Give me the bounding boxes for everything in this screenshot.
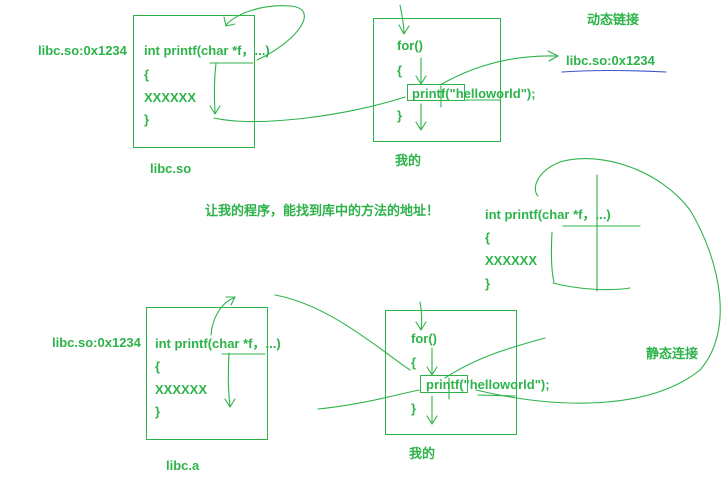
- static-my-box: [385, 310, 517, 435]
- static-linking-title: 静态连接: [646, 346, 699, 361]
- dynamic-resolved-address: libc.so:0x1234: [566, 53, 655, 68]
- static-lib-flow-arrow: [224, 352, 236, 408]
- static-printf-highlight: [420, 375, 468, 393]
- dynamic-lib-code-line: XXXXXX: [144, 90, 197, 105]
- dynamic-return-curve: [213, 96, 406, 122]
- static-lower-curve: [317, 389, 420, 410]
- dynamic-my-box: [373, 18, 501, 142]
- dynamic-entry-arrow: [398, 4, 410, 35]
- dynamic-lib-address: libc.so:0x1234: [38, 43, 127, 58]
- static-my-code-line: }: [411, 401, 417, 416]
- dynamic-my-code-line: for(): [397, 38, 423, 53]
- dynamic-printf-highlight: [407, 84, 465, 101]
- dynamic-flow-arrow: [415, 103, 427, 131]
- static-my-name: 我的: [409, 446, 436, 461]
- dynamic-lib-code-line: int printf(char *f，...): [144, 43, 270, 58]
- dynamic-lib-code-line: {: [144, 67, 150, 82]
- static-out-curve: [444, 337, 546, 379]
- dynamic-lib-code-line: }: [144, 112, 150, 127]
- static-my-code-line: {: [411, 355, 417, 370]
- dynamic-my-name: 我的: [395, 153, 422, 168]
- static-lib-curve-head: [225, 296, 236, 306]
- dynamic-my-code-line: {: [397, 63, 403, 78]
- static-lib-code-line: int printf(char *f，...): [155, 336, 281, 351]
- dynamic-my-code-line: }: [397, 108, 403, 123]
- static-lib-box: [146, 307, 268, 440]
- static-lib-address: libc.so:0x1234: [52, 335, 141, 350]
- static-lib-code-line: {: [155, 359, 161, 374]
- static-lib-curve: [210, 297, 235, 336]
- dynamic-resolve-arrow: [439, 50, 559, 86]
- static-link-loop: [475, 158, 721, 404]
- static-lib-code-line: XXXXXX: [155, 382, 208, 397]
- dynamic-linking-title: 动态链接: [587, 12, 640, 27]
- static-my-code-line: printf("helloworld");: [426, 377, 550, 392]
- static-lib-code-line: }: [155, 404, 161, 419]
- static-my-code-line: for(): [411, 331, 437, 346]
- static-entry-arrow: [415, 301, 427, 331]
- static-flow-arrow: [426, 395, 438, 425]
- dynamic-flow-arrow: [415, 57, 427, 85]
- static-flow-arrow: [426, 347, 438, 376]
- caption: 让我的程序，能找到库中的方法的地址！: [205, 203, 440, 218]
- static-lower-line: [477, 394, 516, 397]
- static-lib-name: libc.a: [166, 458, 200, 473]
- dynamic-call-curve: [225, 5, 305, 61]
- static-return-curve: [274, 294, 411, 371]
- static-copied-code-line: }: [485, 276, 491, 291]
- static-copied-code-line: XXXXXX: [485, 253, 538, 268]
- dynamic-call-curve-head: [223, 16, 236, 27]
- dynamic-lib-flow-arrow: [209, 62, 221, 115]
- dynamic-my-code-line: printf("helloworld");: [412, 86, 536, 101]
- static-copied-flow: [550, 231, 555, 283]
- static-copied-code-line: int printf(char *f，...): [485, 207, 611, 222]
- static-copied-code-line: {: [485, 230, 491, 245]
- dynamic-lib-box: [133, 15, 255, 148]
- static-copied-bottom: [552, 282, 631, 291]
- dynamic-address-underline: [561, 69, 667, 73]
- dynamic-lib-name: libc.so: [150, 161, 192, 176]
